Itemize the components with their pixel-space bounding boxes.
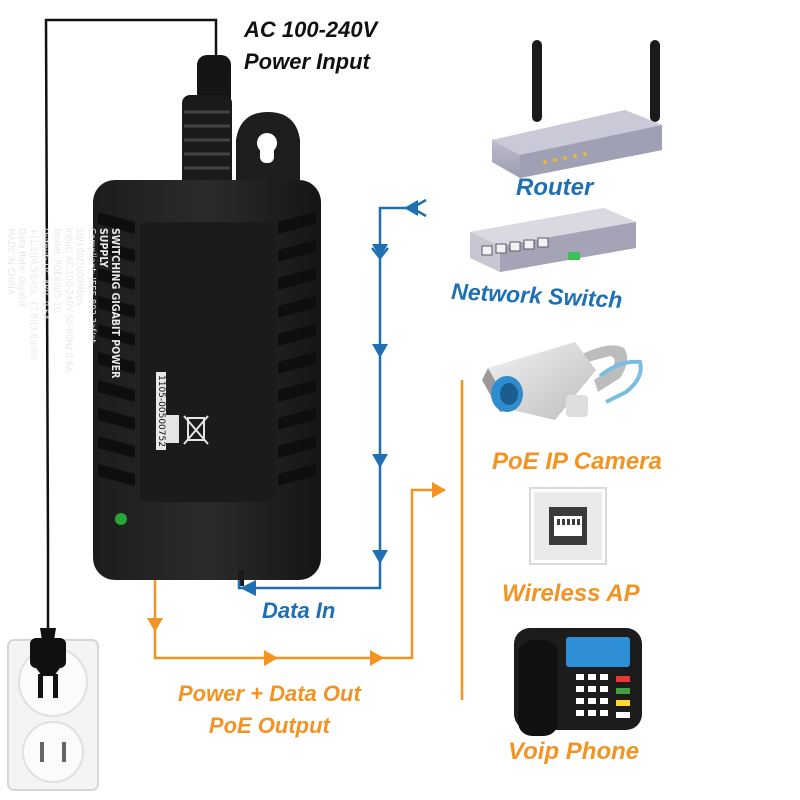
wireless-ap-icon	[529, 487, 607, 565]
injector-label: SWITCHING GIGABIT POWER SUPPLY Compliant…	[4, 228, 121, 393]
router-icon	[492, 40, 662, 178]
power-input-line2: Power Input	[244, 49, 370, 74]
poe-output-line2: PoE Output	[208, 713, 330, 738]
status-led	[115, 513, 127, 525]
poe-output-arrows	[147, 482, 446, 666]
voip-phone-label: Voip Phone	[508, 738, 640, 765]
weee-bin-icon	[183, 415, 209, 445]
poe-injector	[93, 95, 321, 586]
poe-output-label: Power + Data Out PoE Output	[178, 678, 361, 742]
injector-serial: 1105-00500752	[156, 372, 166, 450]
data-in-label: Data In	[262, 598, 336, 623]
injector-pins: +(1,2)(4,5)pins, -(7,8)(3,6)pins	[27, 228, 39, 361]
camera-label: PoE IP Camera	[492, 448, 662, 475]
injector-title: SWITCHING GIGABIT POWER SUPPLY	[97, 228, 121, 379]
data-in-arrows	[240, 200, 418, 596]
wireless-ap-label: Wireless AP	[502, 580, 640, 607]
injector-output: Output: DC 48V, 0.5A	[39, 228, 51, 321]
router-label: Router	[516, 174, 594, 201]
power-input-line1: AC 100-240V	[244, 17, 378, 42]
injector-model: Model: POE4805-1G	[51, 228, 63, 314]
injector-compliant: Compliant: IEEE 802.3af/at 10/100/1000Mb…	[74, 228, 97, 343]
injector-data-rate: Data Rate: Gigabit	[16, 228, 28, 308]
rating-mark	[165, 415, 179, 443]
power-plug-icon	[30, 628, 66, 698]
data-in-chevrons	[371, 198, 427, 261]
network-switch-icon	[470, 208, 636, 272]
power-input-label: AC 100-240V Power Input	[244, 14, 377, 78]
injector-input: Input: AC 100-240V 50-60Hz 0.6A	[62, 228, 74, 373]
injector-made-in: MADE IN CHINA	[4, 228, 16, 295]
poe-output-line1: Power + Data Out	[178, 681, 361, 706]
ip-camera-icon	[482, 342, 643, 420]
data-in-line	[237, 206, 418, 590]
voip-phone-icon	[514, 628, 642, 736]
